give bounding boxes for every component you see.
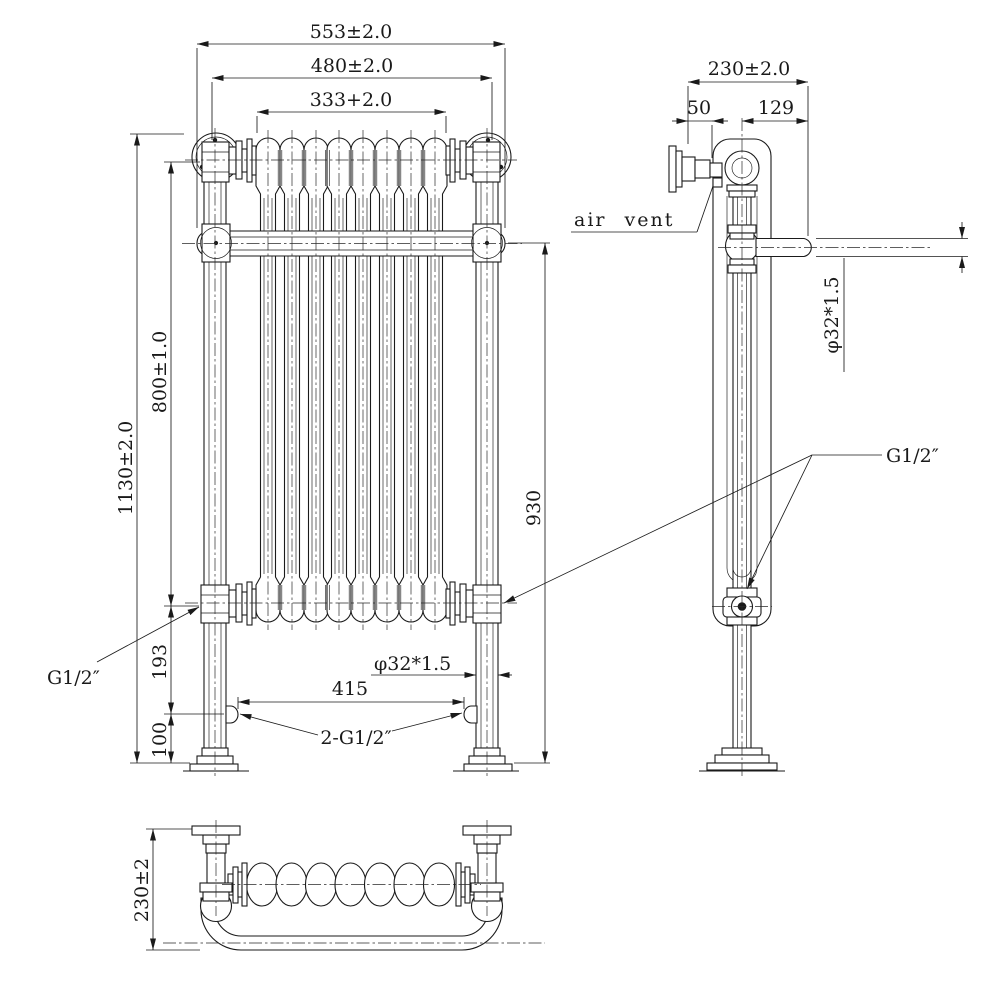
dim-side-overall-depth: 230±2.0 — [708, 58, 790, 80]
front-legs — [203, 180, 499, 750]
dim-front-bracket-centers: 480±2.0 — [311, 55, 393, 77]
dim-front-valve-to-inlet: 193 — [149, 644, 171, 680]
front-core-tube-lines — [263, 198, 440, 574]
front-top-fittings — [201, 138, 501, 183]
dim-plan-depth: 230±2 — [131, 858, 153, 922]
front-inlet-nubs — [225, 705, 478, 724]
side-dimensions: 230±2.0 50 129 φ32*1.5 G1/2″ air vent — [503, 58, 968, 604]
dim-front-overall-height: 1130±2.0 — [115, 421, 137, 516]
label-front-bottom-connections: 2-G1/2″ — [320, 727, 391, 749]
label-air-vent: air vent — [574, 209, 674, 231]
plan-view: 230±2 — [131, 820, 545, 951]
label-front-pipe-spec: φ32*1.5 — [374, 653, 451, 675]
dim-front-inlet-to-floor: 100 — [149, 722, 171, 758]
front-towel-rail — [196, 223, 506, 263]
front-core-joints — [277, 150, 426, 610]
front-view: 553±2.0 480±2.0 333+2.0 1130±2.0 800±1.0 — [47, 21, 550, 776]
plan-centerlines — [163, 820, 545, 944]
plan-dimensions: 230±2 — [131, 828, 200, 951]
side-air-vent — [668, 145, 723, 193]
front-dimensions: 553±2.0 480±2.0 333+2.0 1130±2.0 800±1.0 — [47, 21, 550, 764]
label-front-connection-left: G1/2″ — [47, 667, 100, 689]
dim-front-core-width: 333+2.0 — [310, 89, 392, 111]
dim-side-rail-projection: 129 — [758, 97, 794, 119]
dim-front-valve-centers-height: 800±1.0 — [149, 331, 171, 413]
dim-front-overall-width: 553±2.0 — [310, 21, 392, 43]
side-centerlines — [712, 118, 930, 776]
label-side-pipe-spec: φ32*1.5 — [821, 276, 843, 353]
label-side-connection: G1/2″ — [886, 445, 939, 467]
front-radiator-core — [255, 137, 448, 623]
front-feet — [183, 747, 519, 772]
front-centerlines — [182, 128, 522, 776]
side-view: 230±2.0 50 129 φ32*1.5 G1/2″ air vent — [503, 58, 968, 776]
dim-side-vent-offset: 50 — [687, 97, 711, 119]
dim-front-rail-to-floor: 930 — [523, 490, 545, 526]
dim-front-inlet-span: 415 — [332, 678, 368, 700]
